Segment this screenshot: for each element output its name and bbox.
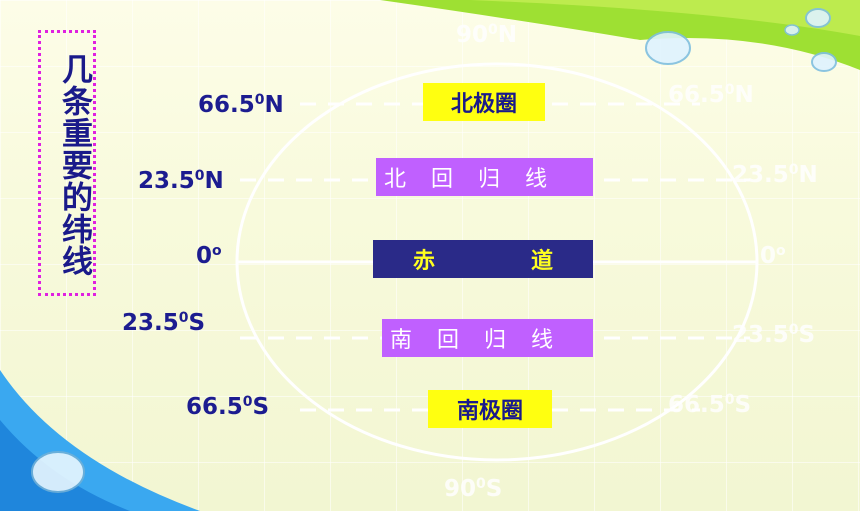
arctic-circle-box: 北极圈 xyxy=(423,83,545,121)
ghost-label-tropic-s: 23.50S xyxy=(732,322,816,348)
equator-text-1: 赤 xyxy=(413,249,436,274)
title-box: 几条重要的纬线 xyxy=(38,30,96,296)
droplet-icon xyxy=(31,451,85,493)
ghost-label-tropic-n: 23.50N xyxy=(732,162,818,188)
antarctic-circle-text: 南极圈 xyxy=(456,399,523,424)
ghost-label-south-pole: 900S xyxy=(444,476,503,502)
arctic-circle-text: 北极圈 xyxy=(450,92,517,117)
droplet-icon xyxy=(811,52,837,72)
droplet-icon xyxy=(805,8,831,28)
equator-text-2: 道 xyxy=(530,249,553,274)
antarctic-circle-box: 南极圈 xyxy=(428,390,552,428)
ghost-label-arctic: 66.50N xyxy=(668,82,754,108)
label-tropic-cancer: 23.50N xyxy=(138,168,224,194)
label-equator: 0o xyxy=(196,243,222,269)
tropic-capricorn-box: 南 回 归 线 xyxy=(382,319,593,357)
ghost-label-equator: 0o xyxy=(760,243,786,269)
page-title: 几条重要的纬线 xyxy=(56,53,92,277)
label-arctic-circle: 66.50N xyxy=(198,92,284,118)
ghost-label-north-pole: 900N xyxy=(456,22,518,48)
tropic-capricorn-text: 南 回 归 线 xyxy=(390,328,562,353)
tropic-cancer-text: 北 回 归 线 xyxy=(384,167,556,192)
equator-box: 赤道 xyxy=(373,240,593,278)
droplet-icon xyxy=(645,31,691,65)
bottom-swoosh-dark xyxy=(0,420,130,511)
label-antarctic-circle: 66.50S xyxy=(186,394,270,420)
label-tropic-capricorn: 23.50S xyxy=(122,310,206,336)
tropic-cancer-box: 北 回 归 线 xyxy=(376,158,593,196)
ghost-label-antarctic: 66.50S xyxy=(668,392,752,418)
top-swoosh-highlight xyxy=(470,0,860,36)
droplet-icon xyxy=(784,24,800,36)
